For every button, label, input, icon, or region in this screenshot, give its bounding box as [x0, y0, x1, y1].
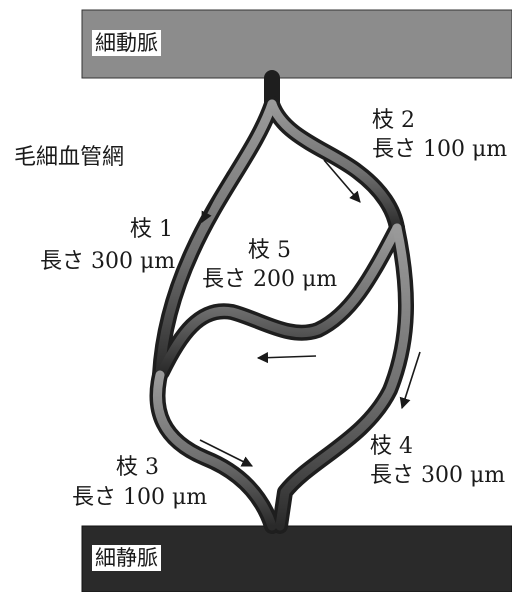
- branch-4-name: 枝 4: [370, 434, 413, 459]
- branch-1-name: 枝 1: [130, 217, 173, 242]
- branch-1-length: 長さ 300 μm: [40, 249, 176, 274]
- flow-arrow-branch-1: [201, 171, 229, 223]
- flow-arrow-branch-2: [323, 159, 361, 203]
- capillary-network-label: 毛細血管網: [14, 145, 125, 170]
- branch-5-name: 枝 5: [248, 238, 291, 263]
- branch-5-length: 長さ 200 μm: [202, 267, 338, 292]
- branch-3-name: 枝 3: [116, 455, 159, 480]
- arteriole-label: 細動脈: [92, 30, 161, 56]
- flow-arrows: [199, 159, 421, 467]
- branch-3-length: 長さ 100 μm: [72, 485, 208, 510]
- flow-arrow-branch-5: [256, 352, 317, 364]
- branch-2-length: 長さ 100 μm: [372, 137, 508, 162]
- branch-2-name: 枝 2: [372, 108, 415, 133]
- capillary-vessels: [149, 70, 415, 534]
- flow-arrow-branch-3: [199, 439, 254, 467]
- branch-4-length: 長さ 300 μm: [370, 463, 506, 488]
- venule-label: 細静脈: [92, 545, 161, 571]
- flow-arrow-branch-4: [399, 351, 421, 410]
